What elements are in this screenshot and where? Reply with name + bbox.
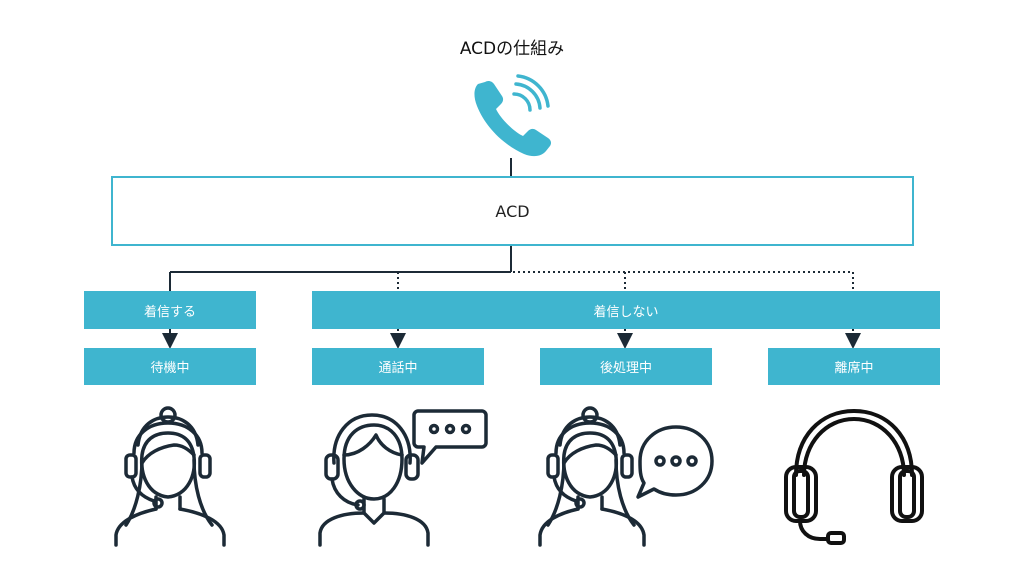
state-away-label: 離席中 — [834, 361, 874, 376]
branch-not-incoming: 着信しない — [312, 291, 940, 329]
state-talking-label: 通話中 — [378, 361, 418, 376]
branch-incoming-label: 着信する — [143, 304, 196, 320]
phone-icon — [474, 74, 552, 157]
state-after-call-work: 後処理中 — [540, 348, 712, 385]
state-waiting-label: 待機中 — [150, 361, 190, 376]
branch-incoming: 着信する — [84, 291, 256, 329]
branch-not-incoming-label: 着信しない — [593, 304, 659, 320]
acd-box: ACD — [111, 176, 914, 246]
operator-waiting-icon — [114, 406, 226, 547]
headset-icon — [784, 409, 924, 545]
state-talking: 通話中 — [312, 348, 484, 385]
state-after-call-work-label: 後処理中 — [599, 361, 652, 376]
state-away: 離席中 — [768, 348, 940, 385]
state-waiting: 待機中 — [84, 348, 256, 385]
operator-after-call-icon — [538, 406, 714, 547]
diagram-title: ACDの仕組み — [459, 39, 565, 59]
acd-label: ACD — [495, 201, 530, 221]
operator-talking-icon — [318, 409, 488, 547]
